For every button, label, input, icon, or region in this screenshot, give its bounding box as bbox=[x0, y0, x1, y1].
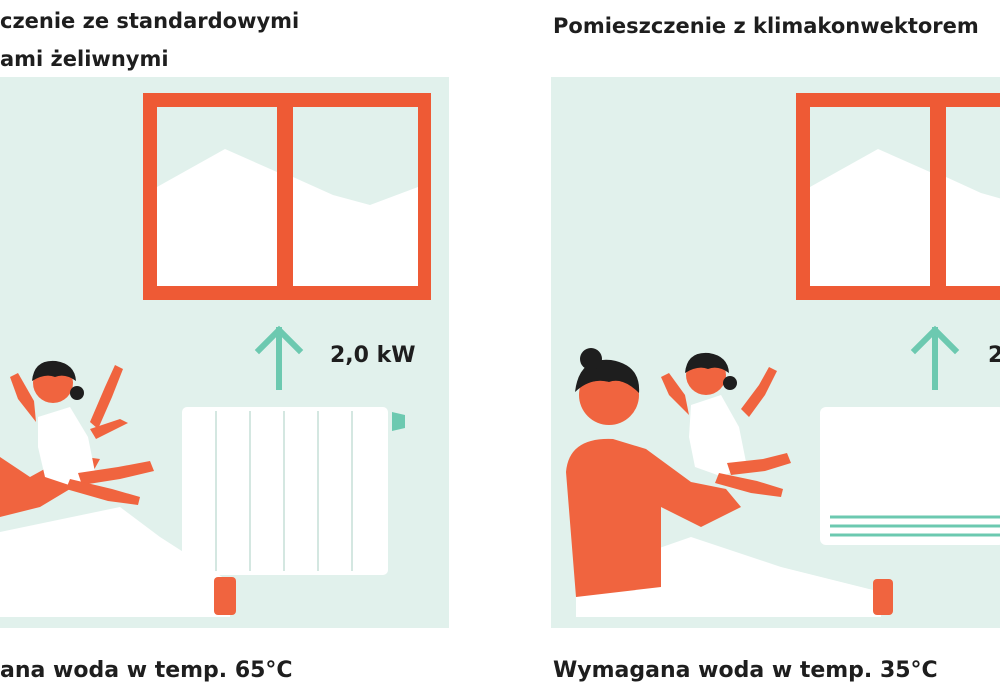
right-mother-child-figure bbox=[566, 348, 893, 617]
right-caption: Wymagana woda w temp. 35°C bbox=[553, 658, 938, 683]
cast-iron-radiator bbox=[182, 407, 405, 575]
right-room-illustration: 2 bbox=[551, 77, 1000, 628]
right-window bbox=[796, 93, 1000, 300]
right-heat-arrow-icon bbox=[910, 325, 960, 390]
mountain-left-right bbox=[810, 149, 930, 286]
left-room-svg bbox=[0, 77, 449, 628]
left-title-line1: czenie ze standardowymi bbox=[0, 9, 300, 33]
right-room-svg bbox=[551, 77, 1000, 628]
right-title: Pomieszczenie z klimakonwektorem bbox=[553, 14, 979, 38]
left-title-line2: ami żeliwnymi bbox=[0, 47, 169, 71]
left-room-illustration: 2,0 kW bbox=[0, 77, 449, 628]
radiator-valve-icon bbox=[392, 412, 405, 431]
mountain-right-right bbox=[946, 177, 1000, 286]
mountain-right bbox=[293, 177, 418, 286]
left-window bbox=[143, 93, 431, 300]
right-power-label: 2 bbox=[988, 343, 1000, 368]
fan-coil-unit bbox=[820, 407, 1000, 545]
left-heat-arrow-icon bbox=[254, 325, 304, 390]
left-caption: ana woda w temp. 65°C bbox=[0, 658, 293, 683]
mountain-left bbox=[157, 149, 277, 286]
left-power-label: 2,0 kW bbox=[330, 343, 416, 368]
left-mother-child-figure bbox=[0, 360, 236, 617]
